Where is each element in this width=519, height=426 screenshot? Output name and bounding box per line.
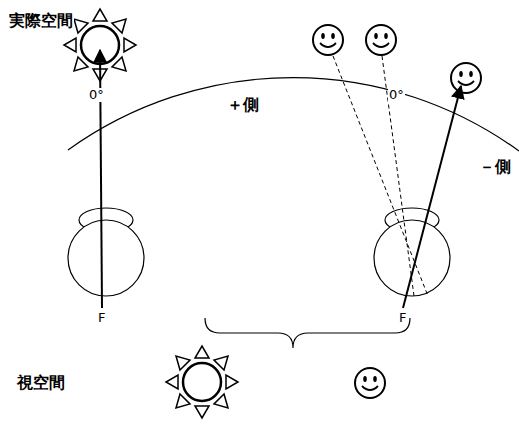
label: ＋側: [226, 96, 260, 114]
eye: [68, 208, 144, 296]
label: 視空間: [16, 374, 66, 392]
arc: [68, 78, 519, 151]
label: F: [97, 311, 106, 325]
visual-line: [403, 86, 461, 308]
eye: [374, 208, 450, 296]
label: 0°: [388, 88, 405, 102]
dashed-line: [333, 56, 428, 296]
label: 0°: [88, 88, 105, 102]
dashed-line: [382, 56, 414, 296]
label: 実際空間: [8, 12, 74, 30]
label: F: [398, 311, 407, 325]
brace: [205, 318, 410, 348]
label: －側: [478, 158, 512, 176]
